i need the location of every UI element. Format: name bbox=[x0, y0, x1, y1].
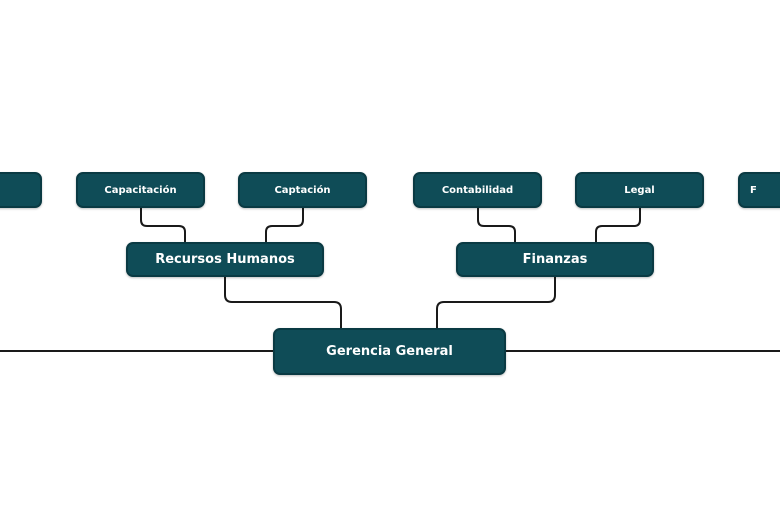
org-node-gerencia-general: Gerencia General bbox=[273, 328, 506, 375]
org-node-captacion: Captación bbox=[238, 172, 367, 208]
org-node-recursos-humanos: Recursos Humanos bbox=[126, 242, 324, 277]
connector-fin-cont bbox=[477, 208, 516, 242]
connector-gg-rh bbox=[224, 277, 342, 328]
connector-rh-capt bbox=[265, 208, 304, 242]
org-node-cut-off-left bbox=[0, 172, 42, 208]
connector-rh-cap bbox=[140, 208, 186, 242]
org-node-legal: Legal bbox=[575, 172, 704, 208]
connector-fin-legal bbox=[595, 208, 641, 242]
org-node-capacitacion: Capacitación bbox=[76, 172, 205, 208]
org-node-finanzas: Finanzas bbox=[456, 242, 654, 277]
org-node-cut-off-right: F bbox=[738, 172, 780, 208]
connector-gg-fin bbox=[436, 277, 556, 328]
org-node-contabilidad: Contabilidad bbox=[413, 172, 542, 208]
